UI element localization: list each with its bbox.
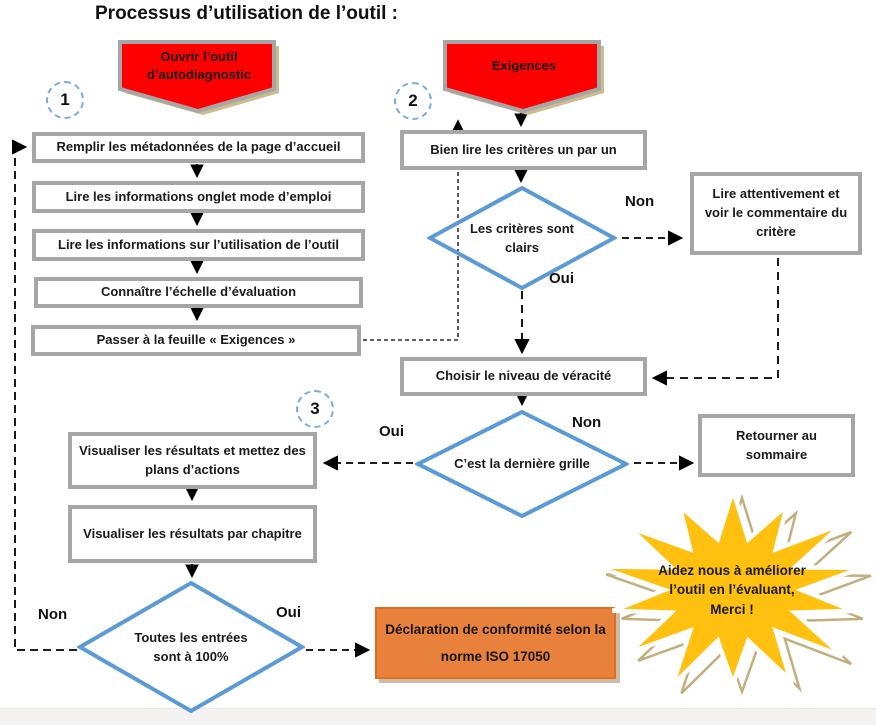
node-connaitre-echelle: Connaître l’échelle d’évaluation bbox=[34, 277, 363, 308]
label-derniere-oui: Oui bbox=[379, 423, 404, 440]
starburst-shape bbox=[596, 487, 863, 691]
page-title: Processus d’utilisation de l’outil : bbox=[95, 3, 398, 24]
edge-lireattentivement-to-choisir bbox=[651, 258, 779, 386]
banner-open-tool-shape bbox=[118, 40, 276, 114]
decision-toutes-entrees-label: Toutes les entrées sont à 100% bbox=[134, 629, 248, 665]
node-choisir-niveau: Choisir le niveau de véracité bbox=[400, 357, 647, 396]
decision-toutes-entrees-shape bbox=[77, 580, 305, 714]
node-remplir-metadonnees: Remplir les métadonnées de la page d’acc… bbox=[32, 132, 365, 163]
banner-open-tool: Ouvrir l’outil d’autodiagnostic bbox=[118, 40, 280, 118]
bottom-page-strip bbox=[0, 708, 876, 725]
starburst-callout: Aidez nous à améliorer l’outil en l’éval… bbox=[593, 487, 876, 712]
step-badge-1: 1 bbox=[46, 81, 84, 119]
node-visualiser-plans: Visualiser les résultats et mettez des p… bbox=[68, 432, 317, 489]
banner-exigences: Exigences bbox=[443, 40, 605, 118]
edge-entrees-non-to-remplir bbox=[11, 139, 77, 651]
label-criteres-non: Non bbox=[625, 193, 655, 210]
decision-derniere-grille-shape bbox=[415, 409, 629, 519]
decision-criteres-clairs: Les critères sont clairs bbox=[427, 185, 617, 291]
banner-exigences-label: Exigences bbox=[491, 58, 557, 74]
node-lire-attentivement: Lire attentivement et voir le commentair… bbox=[690, 172, 862, 255]
step-badge-2: 2 bbox=[394, 82, 432, 120]
step-badge-3: 3 bbox=[296, 390, 334, 428]
edge-passer-to-exigences bbox=[363, 119, 464, 341]
node-lire-onglet: Lire les informations onglet mode d’empl… bbox=[32, 181, 365, 213]
decision-criteres-clairs-shape bbox=[427, 185, 617, 291]
node-retourner-sommaire: Retourner au sommaire bbox=[698, 414, 855, 477]
decision-derniere-grille-label: C’est la dernière grille bbox=[454, 456, 590, 472]
decision-derniere-grille: C’est la dernière grille bbox=[415, 409, 629, 519]
node-lire-utilisation: Lire les informations sur l’utilisation … bbox=[32, 229, 365, 261]
banner-open-tool-label: Ouvrir l’outil d’autodiagnostic bbox=[147, 49, 251, 82]
label-derniere-non: Non bbox=[572, 414, 602, 431]
label-entrees-non: Non bbox=[38, 606, 68, 623]
step-badge-2-number: 2 bbox=[408, 91, 418, 110]
decision-toutes-entrees: Toutes les entrées sont à 100% bbox=[77, 580, 305, 714]
decision-criteres-clairs-label: Les critères sont clairs bbox=[469, 220, 575, 256]
step-badge-3-number: 3 bbox=[310, 399, 320, 418]
step-badge-1-number: 1 bbox=[60, 90, 70, 109]
node-passer-feuille: Passer à la feuille « Exigences » bbox=[31, 325, 361, 356]
node-declaration-conformite: Déclaration de conformité selon la norme… bbox=[375, 607, 616, 679]
banner-exigences-shape bbox=[443, 40, 601, 114]
node-bien-lire: Bien lire les critères un par un bbox=[400, 130, 647, 170]
starburst-label: Aidez nous à améliorer l’outil en l’éval… bbox=[658, 562, 806, 617]
node-visualiser-chapitre: Visualiser les résultats par chapitre bbox=[68, 505, 317, 563]
label-entrees-oui: Oui bbox=[276, 604, 301, 621]
label-criteres-oui: Oui bbox=[549, 270, 574, 287]
